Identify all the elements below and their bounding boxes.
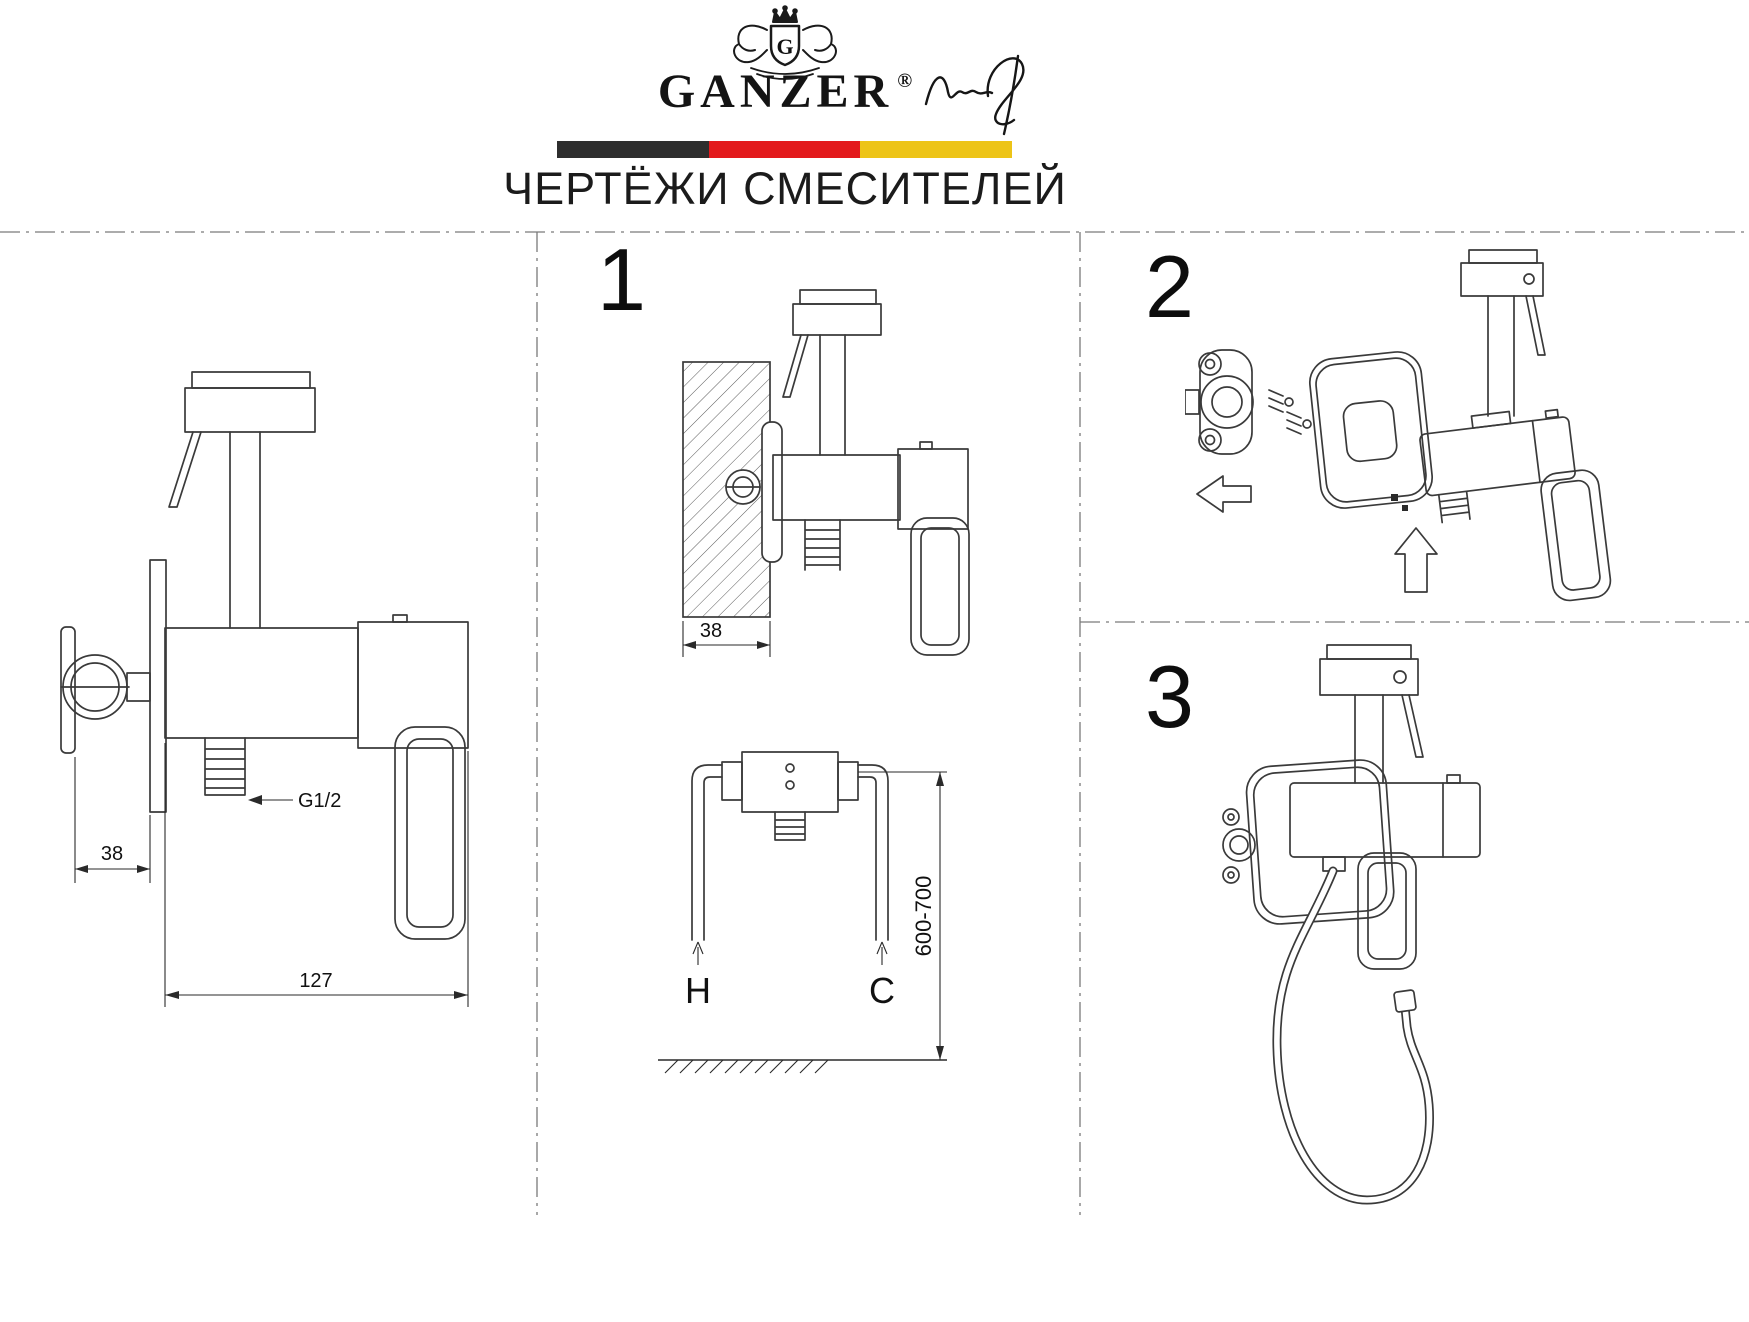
- mixer-with-sprayer: [1419, 249, 1612, 602]
- step-3-number: 3: [1145, 647, 1194, 746]
- assembly-arrow-left: [1196, 475, 1252, 513]
- german-flag-bar: [557, 141, 1013, 158]
- escutcheon-edge: [761, 421, 783, 563]
- signature-icon: [924, 54, 1025, 136]
- step-2-number: 2: [1145, 237, 1194, 336]
- sprayer-lever: [168, 431, 202, 508]
- dim-depth-label: 38: [101, 843, 123, 865]
- step1-wall-mount-drawing: 38: [682, 289, 970, 657]
- mixer-handle: [394, 726, 466, 940]
- dim-thread-label: G1/2: [298, 790, 341, 812]
- hot-label: H: [685, 970, 711, 1011]
- crest-letter: G: [776, 34, 793, 59]
- registered-mark: ®: [897, 70, 913, 92]
- hose-connector-nut: [1393, 989, 1417, 1013]
- dim-wall-label: 38: [700, 620, 722, 642]
- assembly-arrow-up: [1394, 527, 1438, 593]
- flag-segment-gold: [860, 141, 1013, 158]
- step1-supply-scheme: H C 600-700: [658, 751, 947, 1074]
- step2-exploded-drawing: [1185, 249, 1612, 602]
- hot-supply-pipe: [691, 764, 723, 941]
- page-title: ЧЕРТЁЖИ СМЕСИТЕЛЕЙ: [503, 163, 1067, 214]
- screw-dot: [1402, 505, 1408, 511]
- brand-name: GANZER: [657, 65, 894, 118]
- ganzer-crest-icon: G: [733, 5, 837, 80]
- wall-bracket: [1185, 349, 1254, 455]
- outlet-thread: [204, 737, 246, 796]
- fastener-screws: [1268, 389, 1312, 435]
- cold-supply-pipe: [857, 764, 889, 941]
- step3-assembled-drawing: [1222, 644, 1481, 1205]
- dimensions: [74, 743, 469, 1007]
- assembled-mixer: [1222, 644, 1481, 970]
- side-view-drawing: G1/2 38 127: [60, 371, 469, 1007]
- bidet-mixer-side-view: [60, 371, 469, 940]
- flag-segment-red: [708, 141, 861, 158]
- brand-row: GANZER®: [480, 64, 1090, 119]
- escutcheon-plate: [1308, 351, 1434, 509]
- dim-width-label: 127: [299, 970, 332, 992]
- screw-dot: [1391, 494, 1398, 501]
- dim-height-label: 600-700: [911, 876, 936, 957]
- floor-hatch: [664, 1059, 829, 1074]
- step-1-number: 1: [597, 230, 646, 329]
- flag-segment-black: [557, 141, 709, 158]
- cold-label: C: [869, 970, 895, 1011]
